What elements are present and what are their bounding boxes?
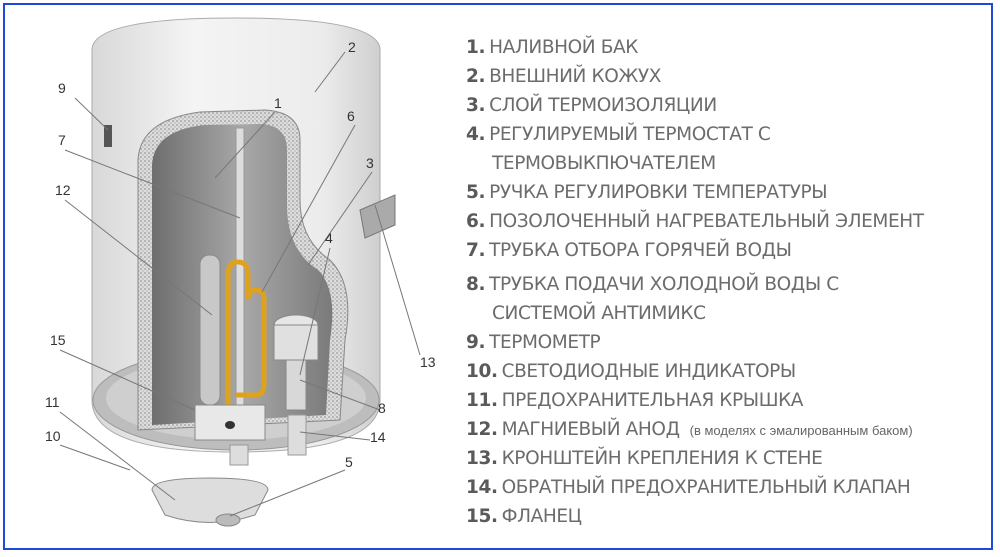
legend-item-continuation: ТЕРМОВЫКПЮЧАТЕЛЕМ: [492, 153, 716, 174]
legend-item: 5.РУЧКА РЕГУЛИРОВКИ ТЕМПЕРАТУРЫ: [466, 182, 828, 203]
callout-9: 9: [58, 80, 66, 96]
legend-item: 12.МАГНИЕВЫЙ АНОД(в моделях с эмалирован…: [466, 419, 913, 440]
wall-bracket: [359, 194, 396, 239]
legend-item: 9.ТЕРМОМЕТР: [466, 332, 601, 353]
callout-10: 10: [45, 428, 61, 444]
callout-8: 8: [378, 400, 386, 416]
protective-cover: [151, 477, 269, 523]
blue-frame: [3, 3, 993, 550]
callout-3: 3: [366, 155, 374, 171]
legend-item: 7.ТРУБКА ОТБОРА ГОРЯЧЕЙ ВОДЫ: [466, 240, 792, 261]
legend-item: 2.ВНЕШНИЙ КОЖУХ: [466, 66, 662, 87]
safety-valve: [287, 414, 307, 456]
parts-legend: 1.НАЛИВНОЙ БАК 2.ВНЕШНИЙ КОЖУХ 3.СЛОЙ ТЕ…: [466, 33, 924, 531]
legend-item: 8.ТРУБКА ПОДАЧИ ХОЛОДНОЙ ВОДЫ С: [466, 274, 839, 295]
magnesium-anode: [199, 254, 221, 406]
heating-element: [225, 259, 267, 410]
callout-6: 6: [347, 108, 355, 124]
legend-item-continuation: СИСТЕМОЙ АНТИМИКС: [492, 303, 706, 324]
legend-item: 4.РЕГУЛИРУЕМЫЙ ТЕРМОСТАТ С: [466, 124, 771, 145]
legend-item: 1.НАЛИВНОЙ БАК: [466, 37, 638, 58]
callout-14: 14: [370, 429, 386, 445]
legend-item: 14.ОБРАТНЫЙ ПРЕДОХРАНИТЕЛЬНЫЙ КЛАПАН: [466, 477, 911, 498]
legend-item: 15.ФЛАНЕЦ: [466, 506, 582, 527]
legend-item: 3.СЛОЙ ТЕРМОИЗОЛЯЦИИ: [466, 95, 717, 116]
legend-item: 6.ПОЗОЛОЧЕННЫЙ НАГРЕВАТЕЛЬНЫЙ ЭЛЕМЕНТ: [466, 211, 924, 232]
callout-11: 11: [45, 394, 60, 410]
callout-2: 2: [348, 39, 356, 55]
callout-15: 15: [50, 332, 66, 348]
legend-note: (в моделях с эмалированным баком): [689, 423, 913, 438]
callout-12: 12: [55, 182, 71, 198]
callout-7: 7: [58, 132, 66, 148]
legend-item: 11.ПРЕДОХРАНИТЕЛЬНАЯ КРЫШКА: [466, 390, 804, 411]
hot-water-pipe: [235, 127, 245, 419]
callout-5: 5: [345, 454, 353, 470]
leader-lines: [59, 51, 421, 517]
water-heater-illustration: 2 9 1 6 7 3 12 4 15 13 8 11 14 10 5: [45, 17, 436, 527]
callout-1: 1: [274, 95, 282, 111]
legend-item: 13.КРОНШТЕЙН КРЕПЛЕНИЯ К СТЕНЕ: [466, 448, 823, 469]
callout-13: 13: [420, 354, 436, 370]
legend-item: 10.СВЕТОДИОДНЫЕ ИНДИКАТОРЫ: [466, 361, 796, 382]
callout-4: 4: [325, 230, 333, 246]
thermometer: [104, 125, 112, 147]
